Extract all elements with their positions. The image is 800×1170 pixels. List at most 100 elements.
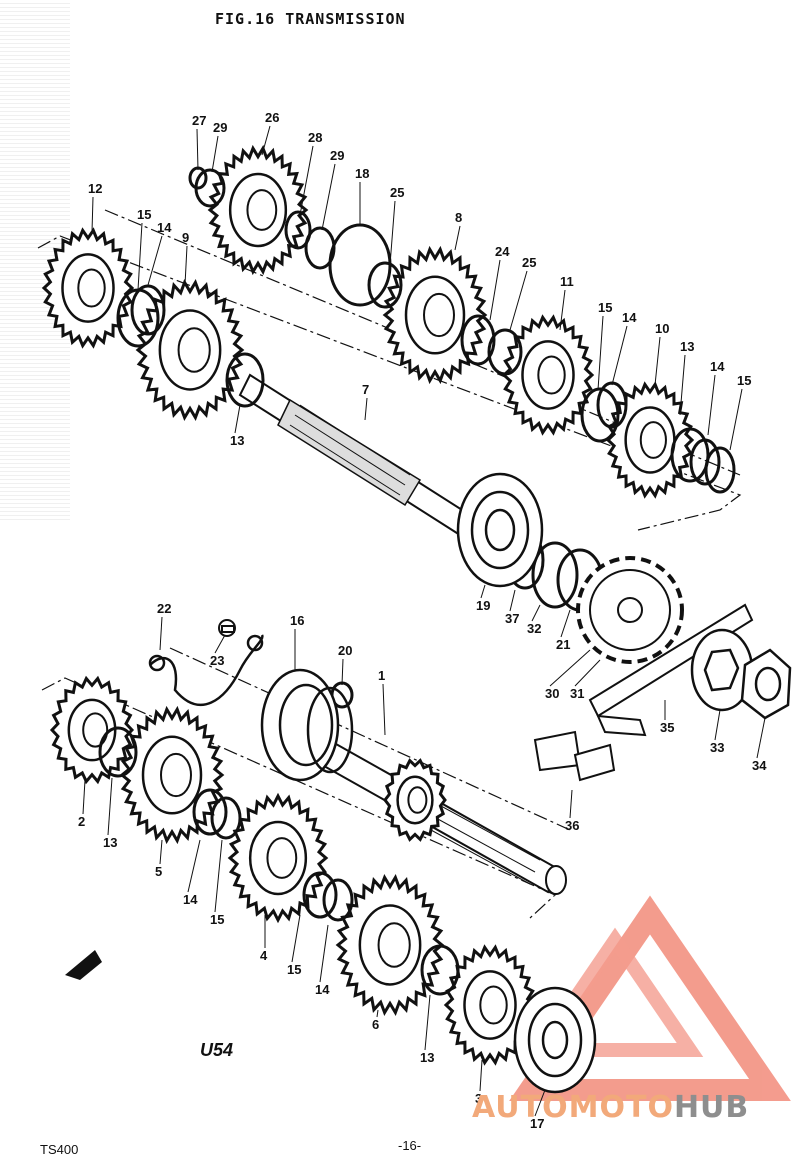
watermark-logo — [509, 895, 791, 1101]
part-label-l9: 9 — [182, 230, 189, 245]
bearing-28 — [284, 210, 312, 250]
part-label-l1: 1 — [378, 668, 385, 683]
part-label-l30: 30 — [545, 686, 559, 701]
part-label-l16: 16 — [290, 613, 304, 628]
leader-l27 — [196, 128, 199, 171]
washer-15e — [302, 871, 338, 919]
leader-l20 — [341, 658, 344, 686]
part-label-l25a: 25 — [390, 185, 404, 200]
leader-l26 — [261, 125, 271, 156]
gear-1-integral — [383, 758, 447, 842]
leader-l21 — [560, 609, 571, 638]
gear-group — [41, 144, 736, 1066]
leader-l13a — [679, 354, 686, 416]
part-label-l10: 10 — [655, 321, 669, 336]
gear-6 — [335, 873, 445, 1017]
part-label-l15b: 15 — [598, 300, 612, 315]
leader-l5 — [159, 839, 163, 865]
leader-l3 — [479, 1059, 483, 1092]
leader-l7 — [364, 397, 368, 421]
part-label-l24: 24 — [495, 244, 510, 259]
sprocket-21 — [576, 556, 684, 664]
part-label-l29b: 29 — [330, 148, 344, 163]
gear-8 — [382, 245, 488, 385]
part-label-l35: 35 — [660, 720, 674, 735]
leader-l13b — [234, 404, 241, 434]
part-label-l17: 17 — [530, 1116, 544, 1131]
part-label-l26: 26 — [265, 110, 279, 125]
part-label-l6: 6 — [372, 1017, 379, 1032]
watermark-text: AUTOMOTOHUB — [472, 1090, 749, 1125]
leader-l25b — [509, 270, 528, 331]
leader-l29a — [211, 135, 219, 173]
part-label-l13d: 13 — [420, 1050, 434, 1065]
gear-10 — [605, 381, 695, 499]
nut-34 — [740, 648, 792, 720]
shift-bracket-22 — [148, 634, 264, 707]
part-label-l14b: 14 — [622, 310, 637, 325]
part-label-l15a: 15 — [137, 207, 151, 222]
gear-12 — [41, 227, 135, 349]
lower-shaft-boundary — [41, 647, 571, 919]
bushing-24 — [460, 314, 496, 366]
leader-l29b — [321, 163, 336, 231]
part-label-l13a: 13 — [680, 339, 694, 354]
part-label-l13c: 13 — [103, 835, 117, 850]
part-label-l5: 5 — [155, 864, 162, 879]
washer-15b — [580, 387, 620, 443]
leader-l34 — [756, 717, 766, 759]
part-label-l14c: 14 — [710, 359, 725, 374]
part-label-l20: 20 — [338, 643, 352, 658]
part-label-l34: 34 — [752, 758, 767, 773]
part-label-l27: 27 — [192, 113, 206, 128]
leader-l15b — [597, 315, 604, 391]
leader-l1 — [382, 683, 386, 736]
gear-5 — [119, 705, 225, 845]
leader-l17 — [534, 1089, 546, 1117]
front-arrow-icon — [65, 950, 102, 980]
page-number: -16- — [398, 1138, 422, 1153]
part-label-l7: 7 — [362, 382, 369, 397]
leader-l12 — [91, 196, 94, 233]
gear-26 — [207, 144, 309, 276]
part-label-l37: 37 — [505, 611, 519, 626]
leader-l36 — [569, 789, 573, 819]
part-label-l15d: 15 — [210, 912, 224, 927]
part-label-l33: 33 — [710, 740, 724, 755]
leader-l24 — [489, 259, 501, 321]
part-label-l14e: 14 — [315, 982, 330, 997]
leader-l28 — [299, 145, 314, 216]
leader-l14d — [187, 839, 201, 893]
part-label-l29a: 29 — [213, 120, 227, 135]
part-label-l14d: 14 — [183, 892, 198, 907]
leader-l8 — [454, 225, 461, 251]
gear-2 — [49, 675, 135, 785]
leader-l22 — [159, 616, 163, 651]
leader-l31 — [574, 659, 601, 687]
leader-l10 — [654, 336, 661, 386]
leader-l25a — [389, 200, 396, 266]
leader-l14b — [611, 325, 628, 386]
bearing-16 — [260, 668, 354, 782]
bearing-17 — [513, 986, 597, 1094]
part-label-l4: 4 — [260, 948, 268, 963]
leader-l9 — [184, 245, 188, 286]
watermark-part2: HUB — [673, 1090, 750, 1125]
leader-l13c — [107, 777, 113, 836]
gear-11 — [501, 314, 595, 436]
leader-l15e — [291, 914, 301, 963]
part-label-l8: 8 — [455, 210, 462, 225]
part-label-l36: 36 — [565, 818, 579, 833]
part-label-l22: 22 — [157, 601, 171, 616]
part-label-l23: 23 — [210, 653, 224, 668]
leader-l32 — [531, 604, 541, 622]
leader-l33 — [714, 709, 721, 741]
leader-l37 — [509, 589, 516, 612]
part-label-l11: 11 — [560, 274, 574, 289]
part-label-l15c: 15 — [737, 373, 751, 388]
figure-title: FIG.16 TRANSMISSION — [215, 10, 406, 28]
leader-l14a — [147, 235, 163, 286]
part-label-l18: 18 — [355, 166, 369, 181]
part-label-l15e: 15 — [287, 962, 301, 977]
